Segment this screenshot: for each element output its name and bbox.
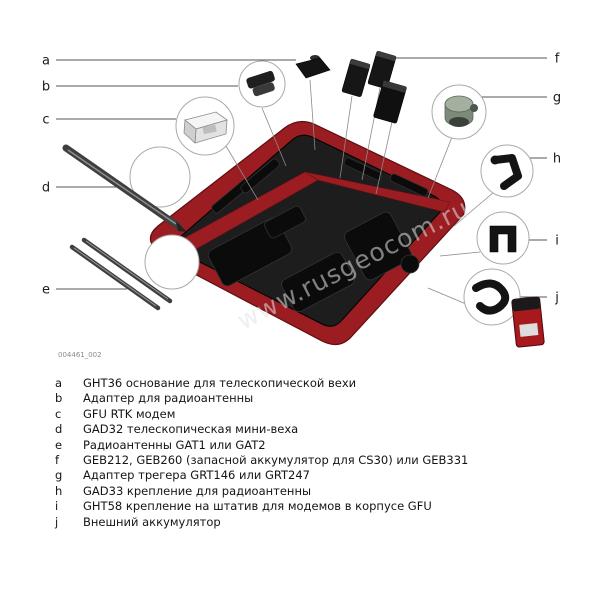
legend-item-e: e Радиоантенны GAT1 или GAT2: [55, 438, 584, 453]
callout-letter-d: d: [42, 181, 50, 196]
callout-circle-j: [463, 268, 521, 326]
legend-letter: i: [55, 499, 59, 514]
legend-text: Адаптер трегера GRT146 или GRT247: [83, 468, 310, 483]
ght36-base-illustration: [295, 55, 331, 79]
callout-letter-f: f: [555, 52, 560, 67]
foam-slot: [240, 158, 280, 194]
legend-letter: a: [55, 376, 63, 390]
legend-text: Адаптер для радиоантенны: [83, 391, 254, 406]
legend-text: GEB212, GEB260 (запасной аккумулятор для…: [83, 453, 469, 468]
antenna-adapter-illustration: [246, 70, 275, 97]
legend-text: GAD33 крепление для радиоантенны: [83, 483, 312, 498]
callout-letter-a: a: [42, 54, 50, 69]
legend-letter: b: [55, 391, 63, 406]
callout-letter-i: i: [555, 234, 559, 249]
legend-item-b: b Адаптер для радиоантенны: [55, 391, 584, 406]
legend-item-i: i GHT58 крепление на штатив для модемов …: [55, 499, 584, 514]
callout-letter-e: e: [42, 283, 50, 298]
legend-item-h: h GAD33 крепление для радиоантенны: [55, 484, 584, 499]
leader-line: [261, 107, 287, 167]
legend-text: Внешний аккумулятор: [83, 514, 221, 529]
legend-item-g: g Адаптер трегера GRT146 или GRT247: [55, 468, 584, 483]
foam-slot: [389, 173, 429, 197]
legend-text: GAD32 телескопическая мини-веха: [83, 422, 299, 437]
legend-text: GHT58 крепление на штатив для модемов в …: [83, 499, 432, 514]
callout-circle-d: [129, 146, 191, 208]
legend-item-j: j Внешний аккумулятор: [55, 515, 584, 530]
leader-line: [225, 145, 259, 201]
callout-letter-j: j: [554, 291, 559, 306]
legend-letter: d: [55, 422, 63, 437]
legend-letter: j: [55, 514, 59, 529]
foam-cutout: [281, 251, 355, 313]
external-battery-illustration: [472, 279, 545, 348]
legend-item-f: f GEB212, GEB260 (запасной аккумулятор д…: [55, 453, 584, 468]
legend-text: GFU RTK модем: [83, 406, 176, 421]
equipment-case-figure: a b c d e f g h i j: [42, 50, 561, 359]
callout-letter-b: b: [42, 80, 50, 95]
antenna-mount-illustration: [490, 154, 522, 190]
leader-line: [439, 251, 481, 257]
transport-case: [149, 120, 466, 346]
callout-letters: a b c d e f g h i j: [42, 52, 561, 306]
mini-pole-illustration: [62, 144, 187, 232]
callout-letter-h: h: [553, 152, 561, 167]
callout-lines: [56, 57, 547, 298]
callout-circle-e: [144, 234, 200, 290]
legend-letter: c: [55, 406, 62, 421]
callout-letter-g: g: [553, 91, 561, 106]
case-rim-divider-right: [304, 171, 451, 213]
legend-item-d: d GAD32 телескопическая мини-веха: [55, 422, 584, 437]
tripod-clamp-illustration: [489, 225, 517, 253]
legend-letter: f: [55, 453, 60, 468]
leader-line: [427, 287, 467, 305]
foam-cutout: [264, 205, 306, 239]
leader-line: [309, 79, 316, 151]
radio-antennas-illustration: [69, 237, 173, 311]
legend-letter: h: [55, 483, 63, 498]
callout-circle-h: [480, 144, 534, 198]
callout-letter-c: c: [42, 113, 49, 128]
callout-circle-i: [476, 211, 530, 265]
figure-number: 004461_002: [58, 351, 102, 359]
legend-item-a: a GHT36 основание для телескопической ве…: [55, 376, 584, 391]
leader-line: [453, 191, 495, 227]
tribrach-adapter-illustration: [444, 95, 478, 127]
leader-line: [339, 95, 353, 179]
legend-letter: e: [55, 437, 63, 452]
legend-letter: g: [55, 468, 63, 483]
legend: a GHT36 основание для телескопической ве…: [0, 376, 600, 530]
legend-text: Радиоантенны GAT1 или GAT2: [83, 437, 266, 452]
battery-illustrations: [341, 50, 407, 124]
foam-cutout-round: [400, 254, 420, 274]
legend-item-c: c GFU RTK модем: [55, 407, 584, 422]
legend-text: GHT36 основание для телескопической вехи: [83, 376, 357, 390]
leader-line: [375, 121, 393, 195]
gfu-modem-illustration: [183, 111, 228, 144]
leader-line: [427, 136, 453, 199]
foam-cutout: [344, 211, 412, 281]
